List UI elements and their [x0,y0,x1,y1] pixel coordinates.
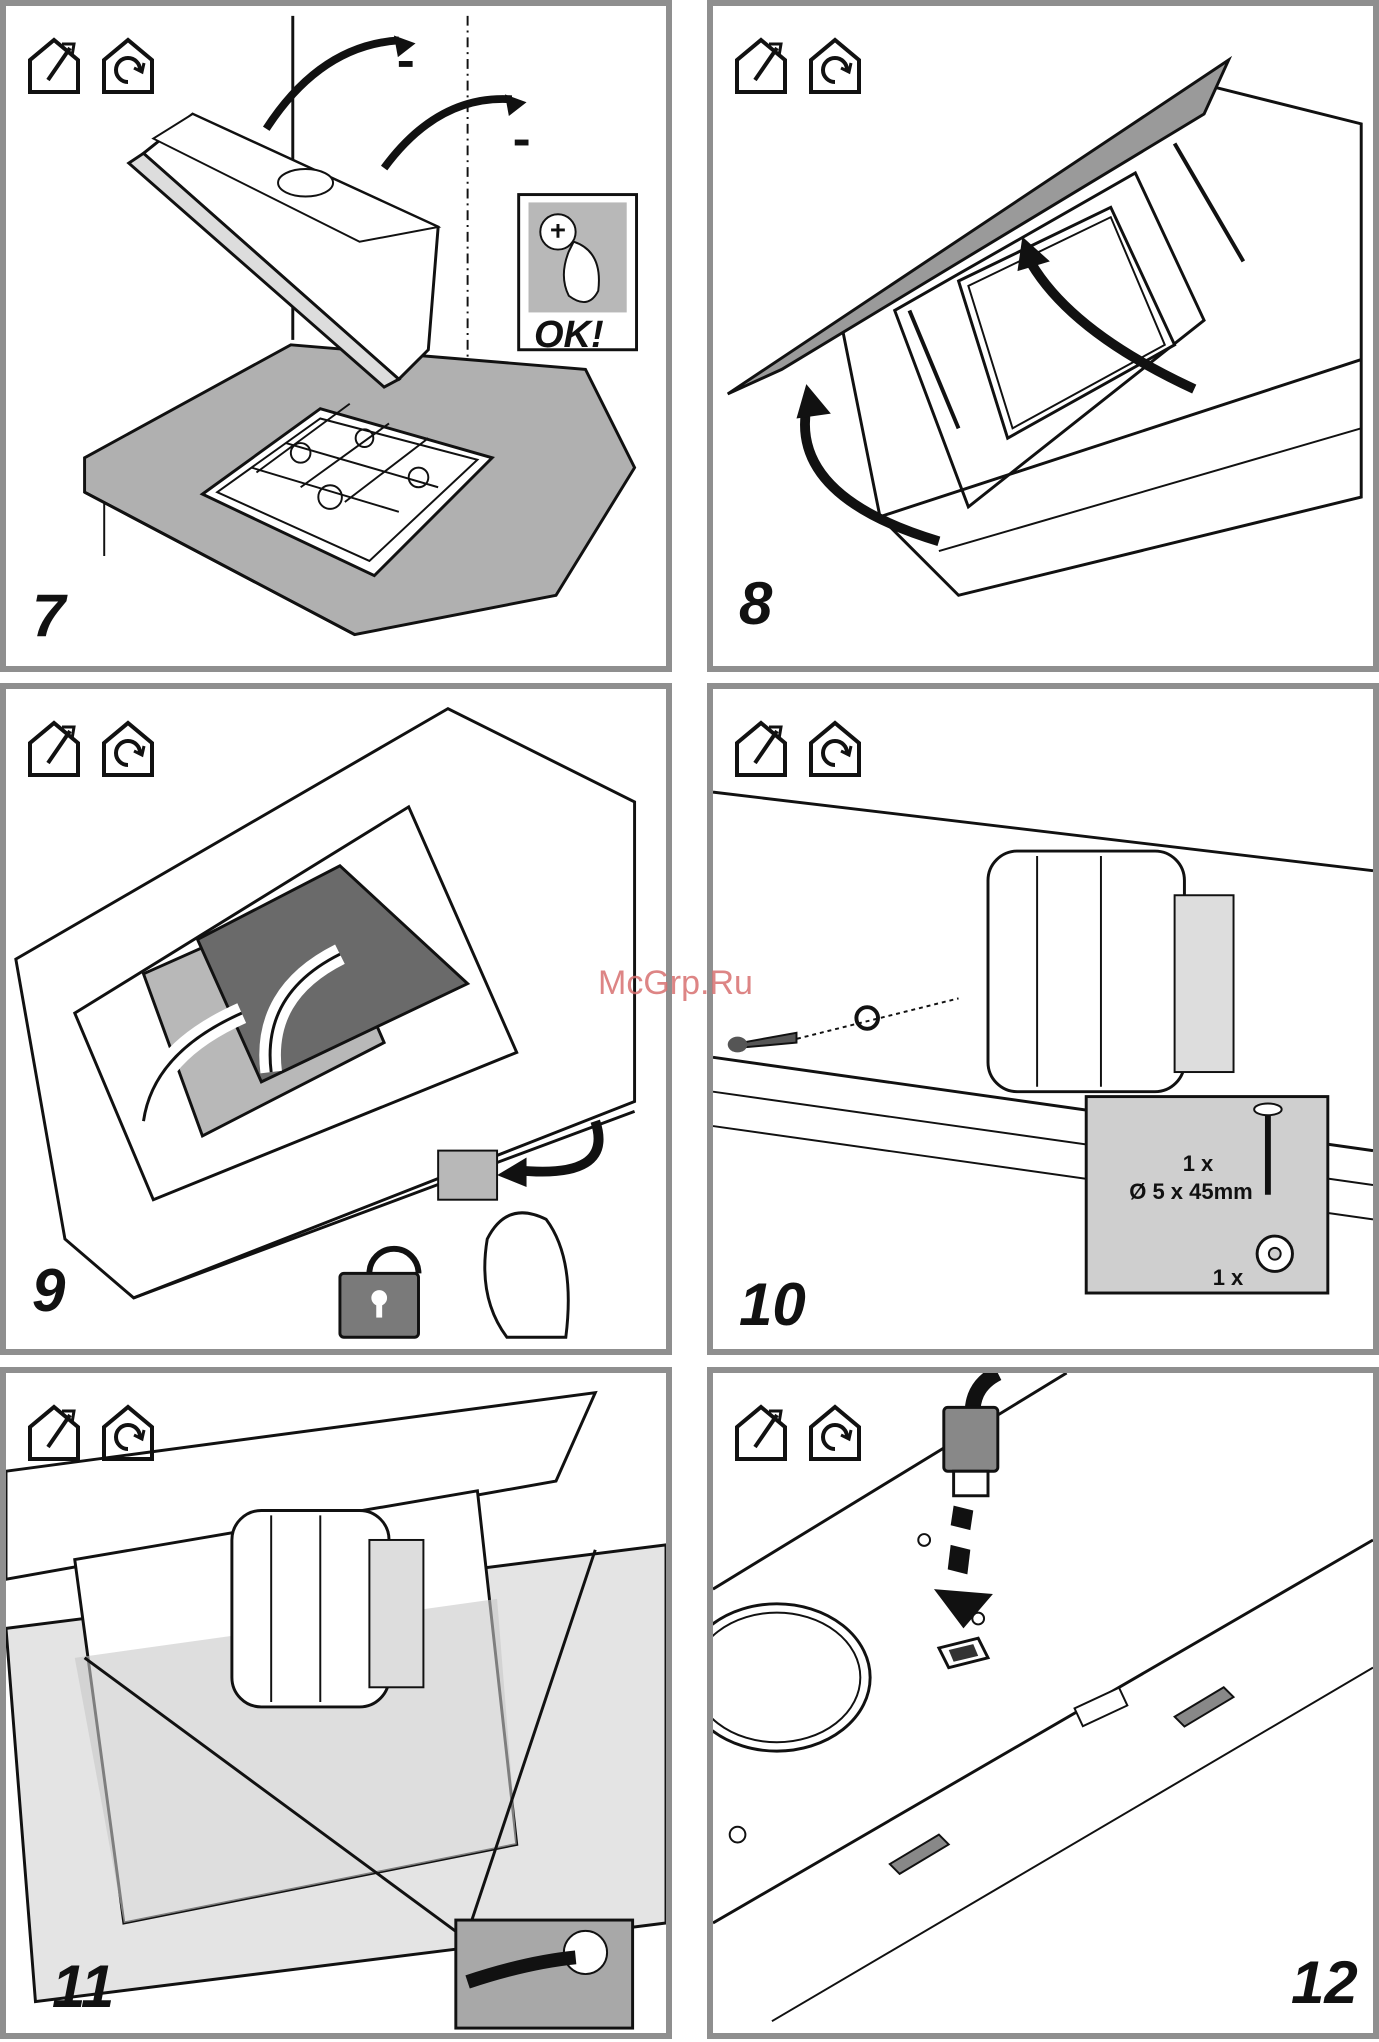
callout-ok-label: OK! [534,314,604,357]
step-9-illustration [6,689,666,1349]
step-10-illustration [713,689,1373,1349]
step-12-illustration [713,1373,1373,2033]
step-11-illustration [6,1373,666,2033]
step-number: 10 [739,1275,806,1335]
duct-out-icon [24,34,84,96]
washer-quantity: 1 x [1203,1265,1253,1291]
panel-step-12: 12 [707,1367,1379,2039]
panel-step-10: 1 x Ø 5 x 45mm 1 x 10 [707,683,1379,1355]
installation-mode-icons [24,1401,158,1463]
step-number: 7 [32,586,65,646]
panel-step-11: 11 [0,1367,672,2039]
recirculation-icon [805,1401,865,1463]
panel-step-8: 8 [707,0,1379,672]
recirculation-icon [805,717,865,779]
step-number: 11 [52,1957,114,2017]
duct-out-icon [24,1401,84,1463]
step-number: 8 [739,574,772,634]
installation-mode-icons [24,717,158,779]
installation-mode-icons [731,34,865,96]
screw-spec: Ø 5 x 45mm [1101,1179,1281,1205]
installation-mode-icons [731,1401,865,1463]
duct-out-icon [731,34,791,96]
installation-mode-icons [731,717,865,779]
step-number: 12 [1291,1953,1358,2013]
duct-out-icon [24,717,84,779]
panel-step-9: 9 [0,683,672,1355]
watermark: McGrp.Ru [598,964,753,1003]
duct-out-icon [731,717,791,779]
screw-quantity: 1 x [1153,1151,1243,1177]
recirculation-icon [98,34,158,96]
recirculation-icon [805,34,865,96]
recirculation-icon [98,717,158,779]
panel-step-7: OK! 7 [0,0,672,672]
installation-mode-icons [24,34,158,96]
duct-out-icon [731,1401,791,1463]
step-number: 9 [32,1261,65,1321]
step-8-illustration [713,6,1373,666]
recirculation-icon [98,1401,158,1463]
